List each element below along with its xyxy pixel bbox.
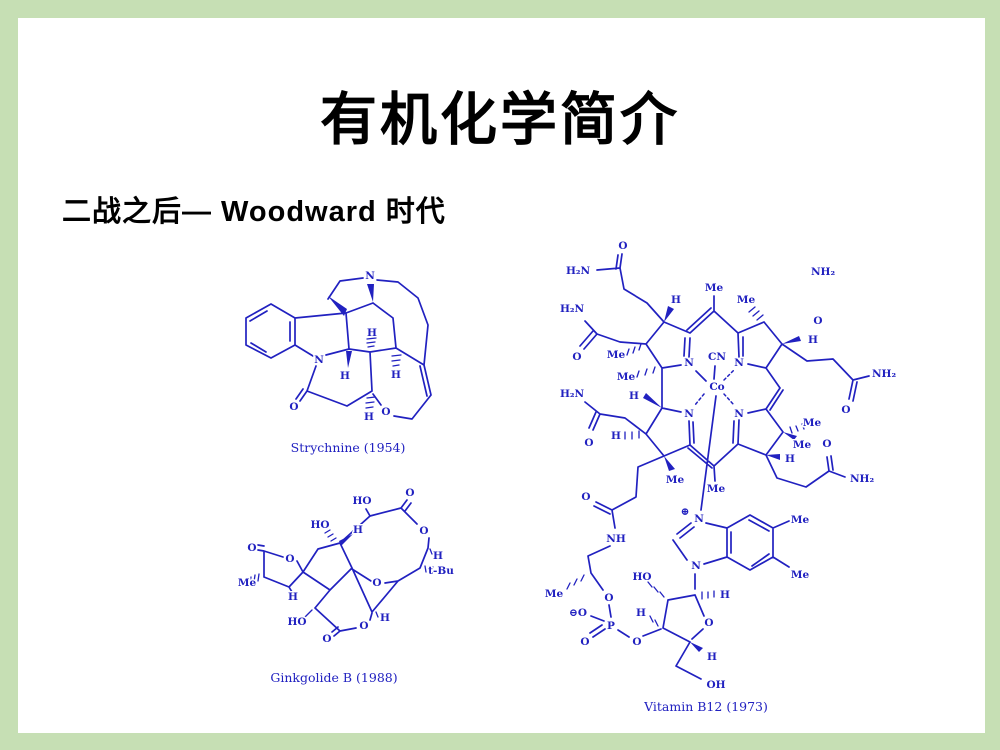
svg-text:O: O	[813, 315, 822, 327]
svg-text:Co: Co	[709, 381, 724, 393]
svg-text:Me: Me	[707, 483, 726, 495]
svg-text:P: P	[607, 620, 615, 632]
svg-text:H: H	[785, 453, 795, 465]
svg-text:N: N	[684, 408, 694, 420]
svg-text:N: N	[365, 270, 375, 282]
svg-text:O: O	[381, 406, 390, 418]
vitamin-b12-coordination-bonds	[694, 369, 735, 406]
ginkgolide-caption: Ginkgolide B (1988)	[270, 670, 397, 685]
svg-text:HO: HO	[310, 519, 329, 531]
subtitle-woodward-era: 二战之后— Woodward 时代	[62, 196, 446, 228]
svg-text:H: H	[720, 589, 730, 601]
svg-text:O: O	[704, 617, 713, 629]
svg-text:O: O	[285, 553, 294, 565]
svg-text:H₂N: H₂N	[566, 265, 591, 277]
vitamin-b12-bonds	[579, 253, 870, 680]
svg-text:O: O	[580, 636, 589, 648]
svg-text:O: O	[822, 438, 831, 450]
svg-text:Me: Me	[791, 514, 810, 526]
svg-text:NH₂: NH₂	[811, 266, 836, 278]
svg-text:Me: Me	[803, 417, 822, 429]
page-title: 有机化学简介	[320, 88, 680, 152]
svg-text:H: H	[629, 390, 639, 402]
svg-text:N: N	[314, 354, 324, 366]
svg-text:NH: NH	[606, 533, 626, 545]
svg-text:O: O	[322, 633, 331, 645]
svg-text:O: O	[632, 636, 641, 648]
vitamin-b12-hash-bonds	[566, 306, 805, 627]
ginkgolide-wedge-bonds	[339, 534, 353, 546]
svg-text:HO: HO	[632, 571, 651, 583]
svg-text:Me: Me	[791, 569, 810, 581]
svg-text:N: N	[694, 513, 704, 525]
svg-text:O: O	[372, 577, 381, 589]
svg-text:H: H	[364, 411, 374, 423]
svg-text:⊖O: ⊖O	[569, 607, 587, 619]
svg-text:OH: OH	[706, 679, 725, 691]
svg-text:O: O	[841, 404, 850, 416]
ginkgolide-hash-bonds	[249, 529, 436, 620]
svg-text:⊕: ⊕	[681, 506, 690, 518]
svg-text:H: H	[380, 612, 390, 624]
svg-text:CN: CN	[708, 351, 726, 363]
svg-text:H: H	[808, 334, 818, 346]
slide-background	[18, 18, 985, 733]
svg-text:O: O	[289, 401, 298, 413]
svg-text:O: O	[604, 592, 613, 604]
svg-text:Me: Me	[793, 439, 812, 451]
svg-text:N: N	[734, 408, 744, 420]
svg-text:N: N	[684, 357, 694, 369]
svg-text:Me: Me	[737, 294, 756, 306]
svg-text:H: H	[391, 369, 401, 381]
ginkgolide-bonds	[257, 499, 430, 637]
svg-text:H: H	[433, 550, 443, 562]
svg-text:t-Bu: t-Bu	[428, 565, 454, 577]
svg-text:O: O	[618, 240, 627, 252]
svg-text:Me: Me	[607, 349, 626, 361]
svg-text:O: O	[581, 491, 590, 503]
svg-text:H: H	[353, 524, 363, 536]
svg-text:H: H	[367, 327, 377, 339]
svg-text:O: O	[584, 437, 593, 449]
strychnine-bonds	[245, 277, 432, 420]
svg-text:NH₂: NH₂	[850, 473, 875, 485]
svg-text:N: N	[691, 560, 701, 572]
svg-text:NH₂: NH₂	[872, 368, 897, 380]
vitamin-b12-caption: Vitamin B12 (1973)	[643, 699, 768, 714]
svg-text:H₂N: H₂N	[560, 388, 585, 400]
svg-text:O: O	[359, 620, 368, 632]
svg-text:HO: HO	[352, 495, 371, 507]
svg-text:O: O	[572, 351, 581, 363]
svg-text:Me: Me	[705, 282, 724, 294]
strychnine-caption: Strychnine (1954)	[291, 440, 406, 455]
svg-text:Me: Me	[238, 577, 257, 589]
svg-text:H: H	[611, 430, 621, 442]
svg-text:H: H	[288, 591, 298, 603]
svg-text:H: H	[636, 607, 646, 619]
svg-text:Me: Me	[617, 371, 636, 383]
svg-text:H: H	[671, 294, 681, 306]
svg-text:H: H	[707, 651, 717, 663]
svg-text:HO: HO	[287, 616, 306, 628]
svg-text:O: O	[419, 525, 428, 537]
svg-text:Me: Me	[666, 474, 685, 486]
svg-text:H: H	[340, 370, 350, 382]
strychnine-wedge-bonds	[328, 284, 374, 368]
strychnine-hash-bonds	[365, 337, 402, 409]
svg-text:N: N	[734, 357, 744, 369]
svg-text:O: O	[247, 542, 256, 554]
svg-text:Me: Me	[545, 588, 564, 600]
svg-text:H₂N: H₂N	[560, 303, 585, 315]
svg-text:O: O	[405, 487, 414, 499]
